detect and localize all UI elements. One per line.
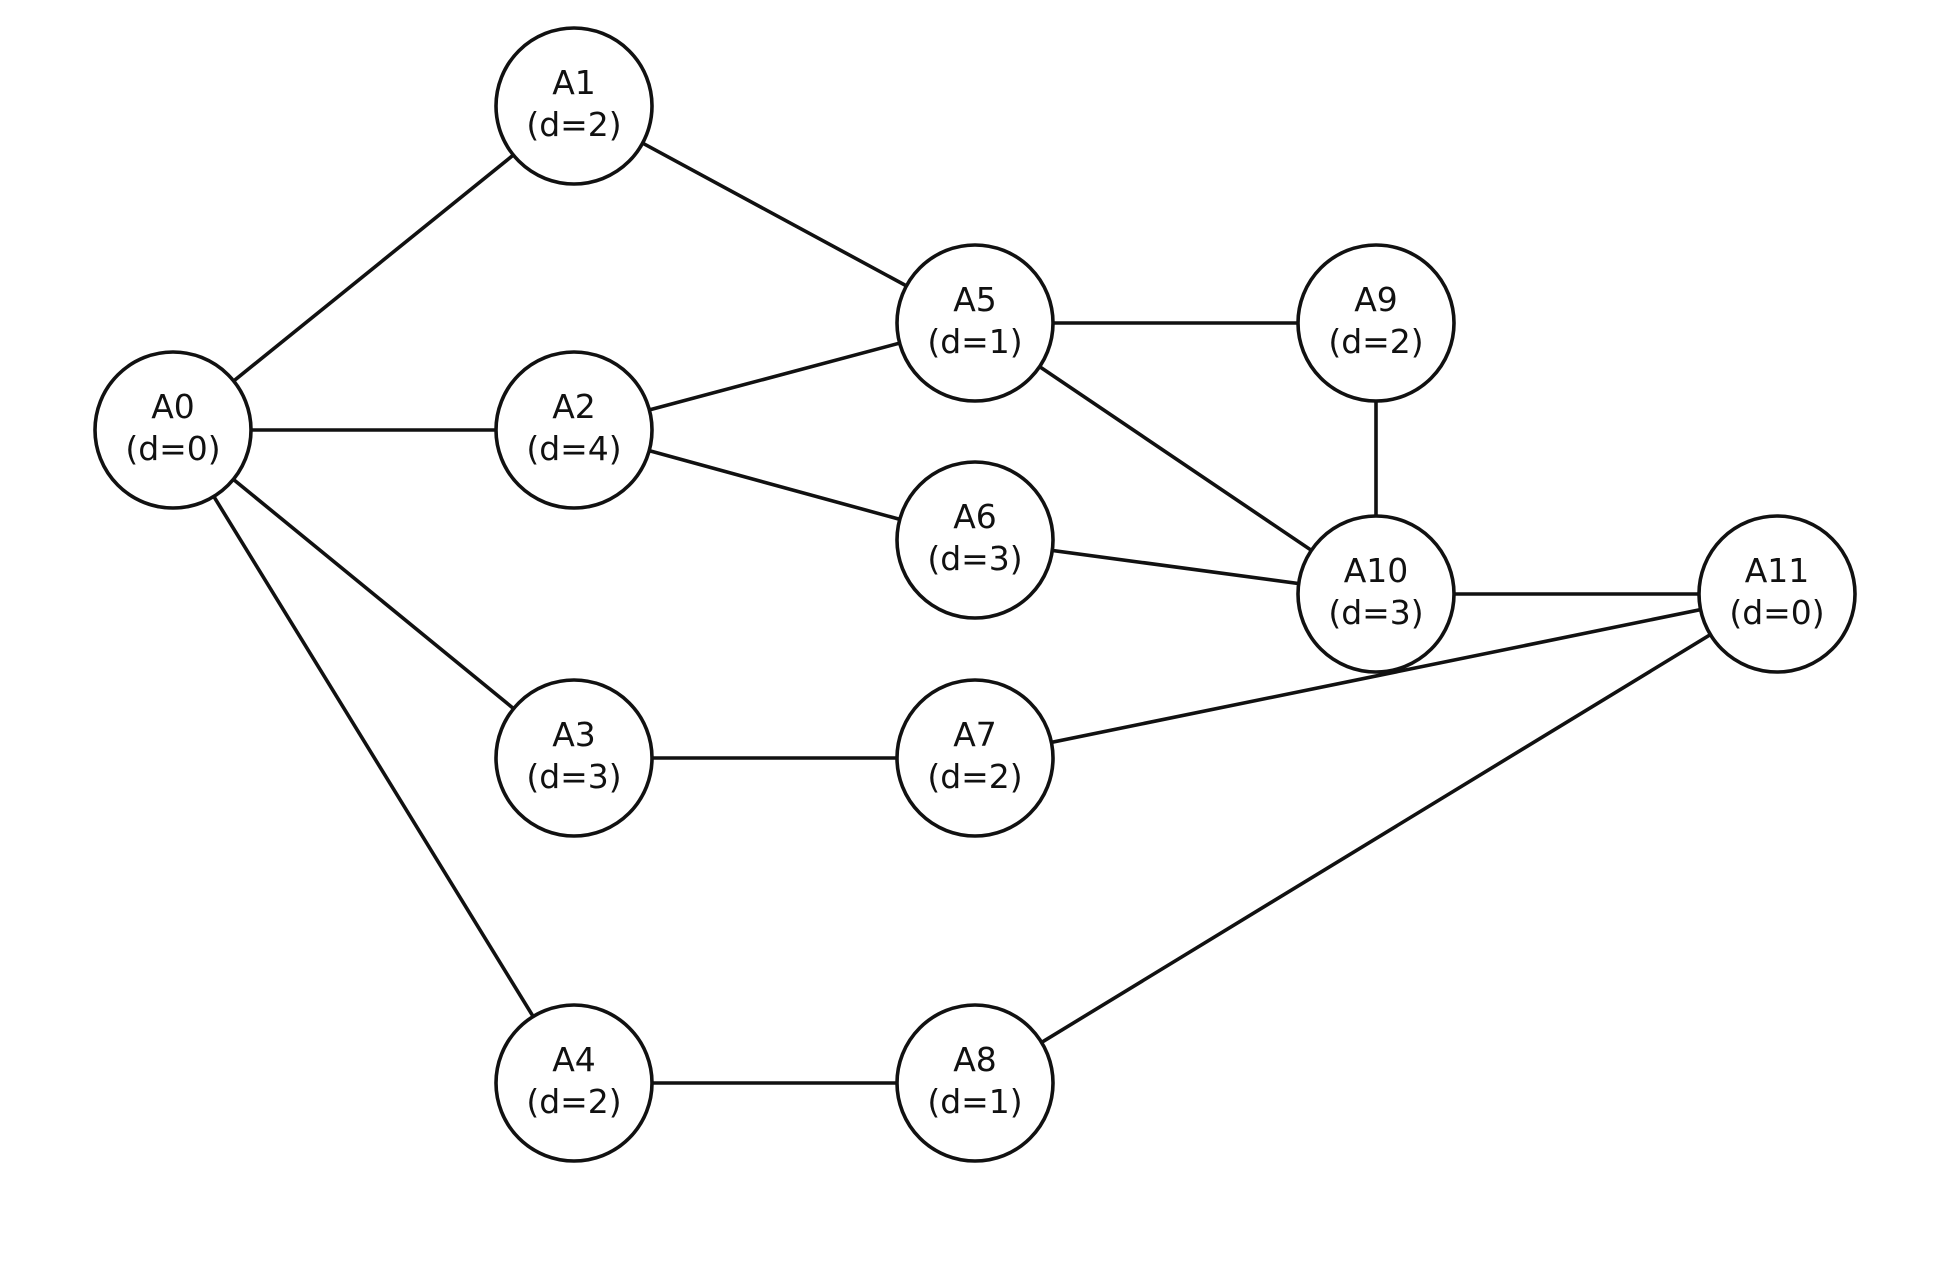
node-distance-label: (d=2) (526, 1082, 621, 1121)
node-circle (494, 678, 654, 838)
nodes-layer: A0(d=0)A1(d=2)A2(d=4)A3(d=3)A4(d=2)A5(d=… (93, 26, 1857, 1163)
node-a11: A11(d=0) (1697, 514, 1857, 674)
node-a6: A6(d=3) (895, 460, 1055, 620)
node-distance-label: (d=3) (927, 539, 1022, 578)
node-a0: A0(d=0) (93, 350, 253, 510)
node-name-label: A10 (1344, 551, 1409, 590)
node-name-label: A5 (953, 280, 997, 319)
edge-a7-a11 (974, 592, 1778, 760)
node-a7: A7(d=2) (895, 678, 1055, 838)
node-name-label: A8 (953, 1040, 997, 1079)
node-circle (1296, 243, 1456, 403)
node-circle (895, 243, 1055, 403)
edge-a0-a3 (171, 428, 576, 760)
node-a10: A10(d=3) (1296, 514, 1456, 674)
node-a4: A4(d=2) (494, 1003, 654, 1163)
node-name-label: A11 (1745, 551, 1810, 590)
node-distance-label: (d=0) (1729, 593, 1824, 632)
node-name-label: A7 (953, 715, 997, 754)
node-a5: A5(d=1) (895, 243, 1055, 403)
node-name-label: A9 (1354, 280, 1398, 319)
node-a2: A2(d=4) (494, 350, 654, 510)
node-circle (494, 26, 654, 186)
node-circle (93, 350, 253, 510)
node-circle (895, 460, 1055, 620)
node-name-label: A6 (953, 497, 997, 536)
node-a9: A9(d=2) (1296, 243, 1456, 403)
node-distance-label: (d=2) (1328, 322, 1423, 361)
node-distance-label: (d=0) (125, 429, 220, 468)
node-distance-label: (d=4) (526, 429, 621, 468)
node-a1: A1(d=2) (494, 26, 654, 186)
edge-a0-a4 (171, 429, 576, 1084)
node-circle (494, 350, 654, 510)
edge-a5-a10 (973, 321, 1378, 596)
node-name-label: A3 (552, 715, 596, 754)
node-distance-label: (d=1) (927, 1082, 1022, 1121)
node-name-label: A4 (552, 1040, 596, 1079)
node-circle (1296, 514, 1456, 674)
node-distance-label: (d=2) (526, 105, 621, 144)
edge-a0-a1 (171, 104, 576, 432)
node-distance-label: (d=3) (526, 757, 621, 796)
node-distance-label: (d=2) (927, 757, 1022, 796)
node-a8: A8(d=1) (895, 1003, 1055, 1163)
node-distance-label: (d=1) (927, 322, 1022, 361)
node-circle (1697, 514, 1857, 674)
node-name-label: A0 (151, 387, 195, 426)
node-circle (895, 1003, 1055, 1163)
node-name-label: A2 (552, 387, 596, 426)
node-distance-label: (d=3) (1328, 593, 1423, 632)
node-circle (895, 678, 1055, 838)
node-circle (494, 1003, 654, 1163)
node-a3: A3(d=3) (494, 678, 654, 838)
edge-a8-a11 (974, 592, 1778, 1085)
node-name-label: A1 (552, 63, 596, 102)
